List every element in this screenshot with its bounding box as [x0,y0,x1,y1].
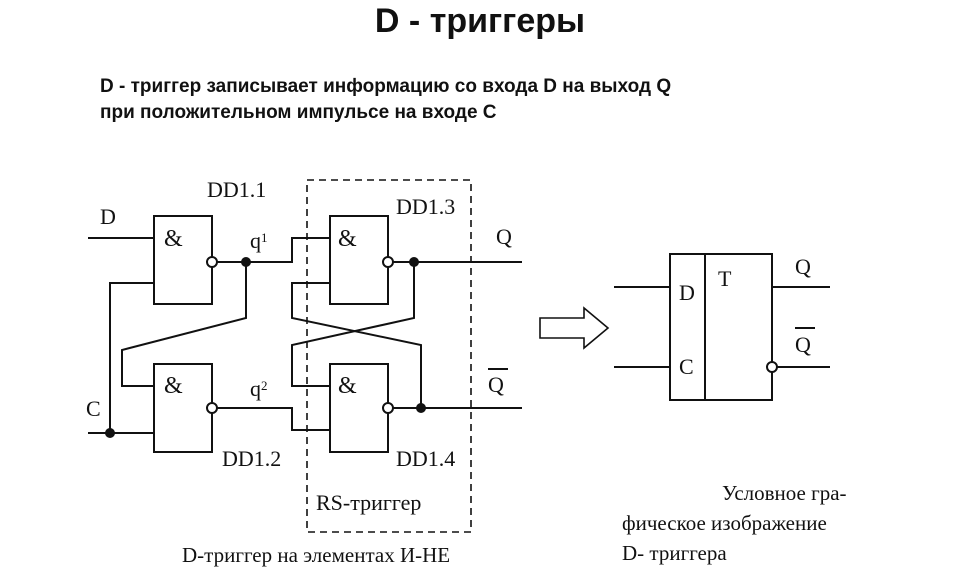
caption-symbol-line-2: фическое изображение [622,511,827,535]
inversion-bubble-dd1-2 [206,402,218,414]
caption-symbol-line-3: D- триггера [622,541,727,565]
label-dd1-4: DD1.4 [396,446,455,471]
wire-q2 [217,407,330,431]
label-q1: q1 [250,228,268,253]
label-dd1-1: DD1.1 [207,177,266,202]
gate-dd1-1 [153,215,213,305]
symbol-label-t: T [718,266,732,291]
symbol-box [669,253,773,401]
wire-c-to-dd1-1 [109,282,154,433]
inversion-bubble-dd1-1 [206,256,218,268]
caption-symbol-line-1: Условное гра- [722,481,847,505]
gate-symbol-dd1-3: & [338,226,357,252]
description-line-1: D - триггер записывает информацию со вхо… [100,76,672,97]
caption-circuit: D-триггер на элементах И-НЕ [182,543,450,567]
label-q2: q2 [250,376,268,401]
gate-dd1-2 [153,363,213,453]
description-line-2: при положительном импульсе на входе С [100,102,497,123]
label-c: C [86,396,101,421]
junction-q [409,257,419,267]
wire-q1 [217,237,330,263]
inversion-bubble-dd1-3 [382,256,394,268]
label-q-bar: Q [488,372,504,397]
wire-q-feedback [291,262,415,387]
symbol-label-d: D [679,280,695,305]
label-q: Q [496,224,512,249]
junction-q1 [241,257,251,267]
junction-q-bar [416,403,426,413]
symbol-label-q-bar: Q [795,332,811,357]
wire-q1-to-dd1-2 [121,262,247,387]
description: D - триггер записывает информацию со вхо… [100,74,671,126]
symbol-label-c: C [679,354,694,379]
rs-trigger-box [306,179,472,533]
label-d: D [100,204,116,229]
label-rs-trigger: RS-триггер [316,490,421,515]
arrow-icon [539,306,610,350]
gate-symbol-dd1-2: & [164,373,183,399]
page-title: D - триггеры [374,2,586,40]
label-dd1-2: DD1.2 [222,446,281,471]
label-dd1-3: DD1.3 [396,194,455,219]
symbol-label-q: Q [795,254,811,279]
junction-c [105,428,115,438]
inversion-bubble-dd1-4 [382,402,394,414]
gate-symbol-dd1-4: & [338,373,357,399]
symbol-inversion-bubble [766,361,778,373]
wire-q-bar-feedback [291,282,422,408]
gate-symbol-dd1-1: & [164,226,183,252]
